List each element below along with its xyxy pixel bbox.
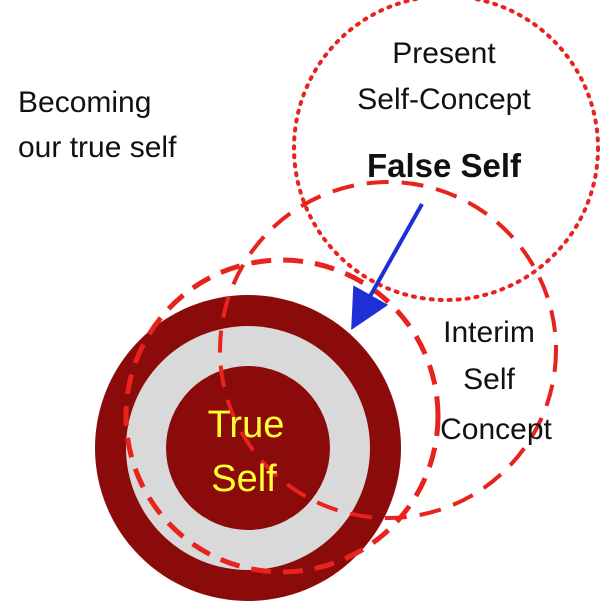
- inner-dashed-circle: [123, 257, 441, 575]
- present-label-line2: Self-Concept: [357, 83, 531, 116]
- interim-label-line3: Concept: [440, 413, 552, 446]
- caption-line2: our true self: [18, 131, 177, 164]
- true-self-label-line2: Self: [211, 458, 277, 500]
- present-label-line1: Present: [392, 37, 496, 70]
- true-self-core: [166, 366, 330, 530]
- interim-label-line2: Self: [463, 363, 515, 396]
- arrow-down-left-icon: [351, 203, 424, 330]
- false-self-label: False Self: [367, 147, 522, 184]
- interim-label-line1: Interim: [443, 316, 535, 349]
- interim-self-concept-circle: [218, 180, 558, 520]
- present-self-concept-circle: [292, 0, 600, 302]
- true-self-label-line1: True: [208, 404, 285, 446]
- caption-line1: Becoming: [18, 86, 151, 119]
